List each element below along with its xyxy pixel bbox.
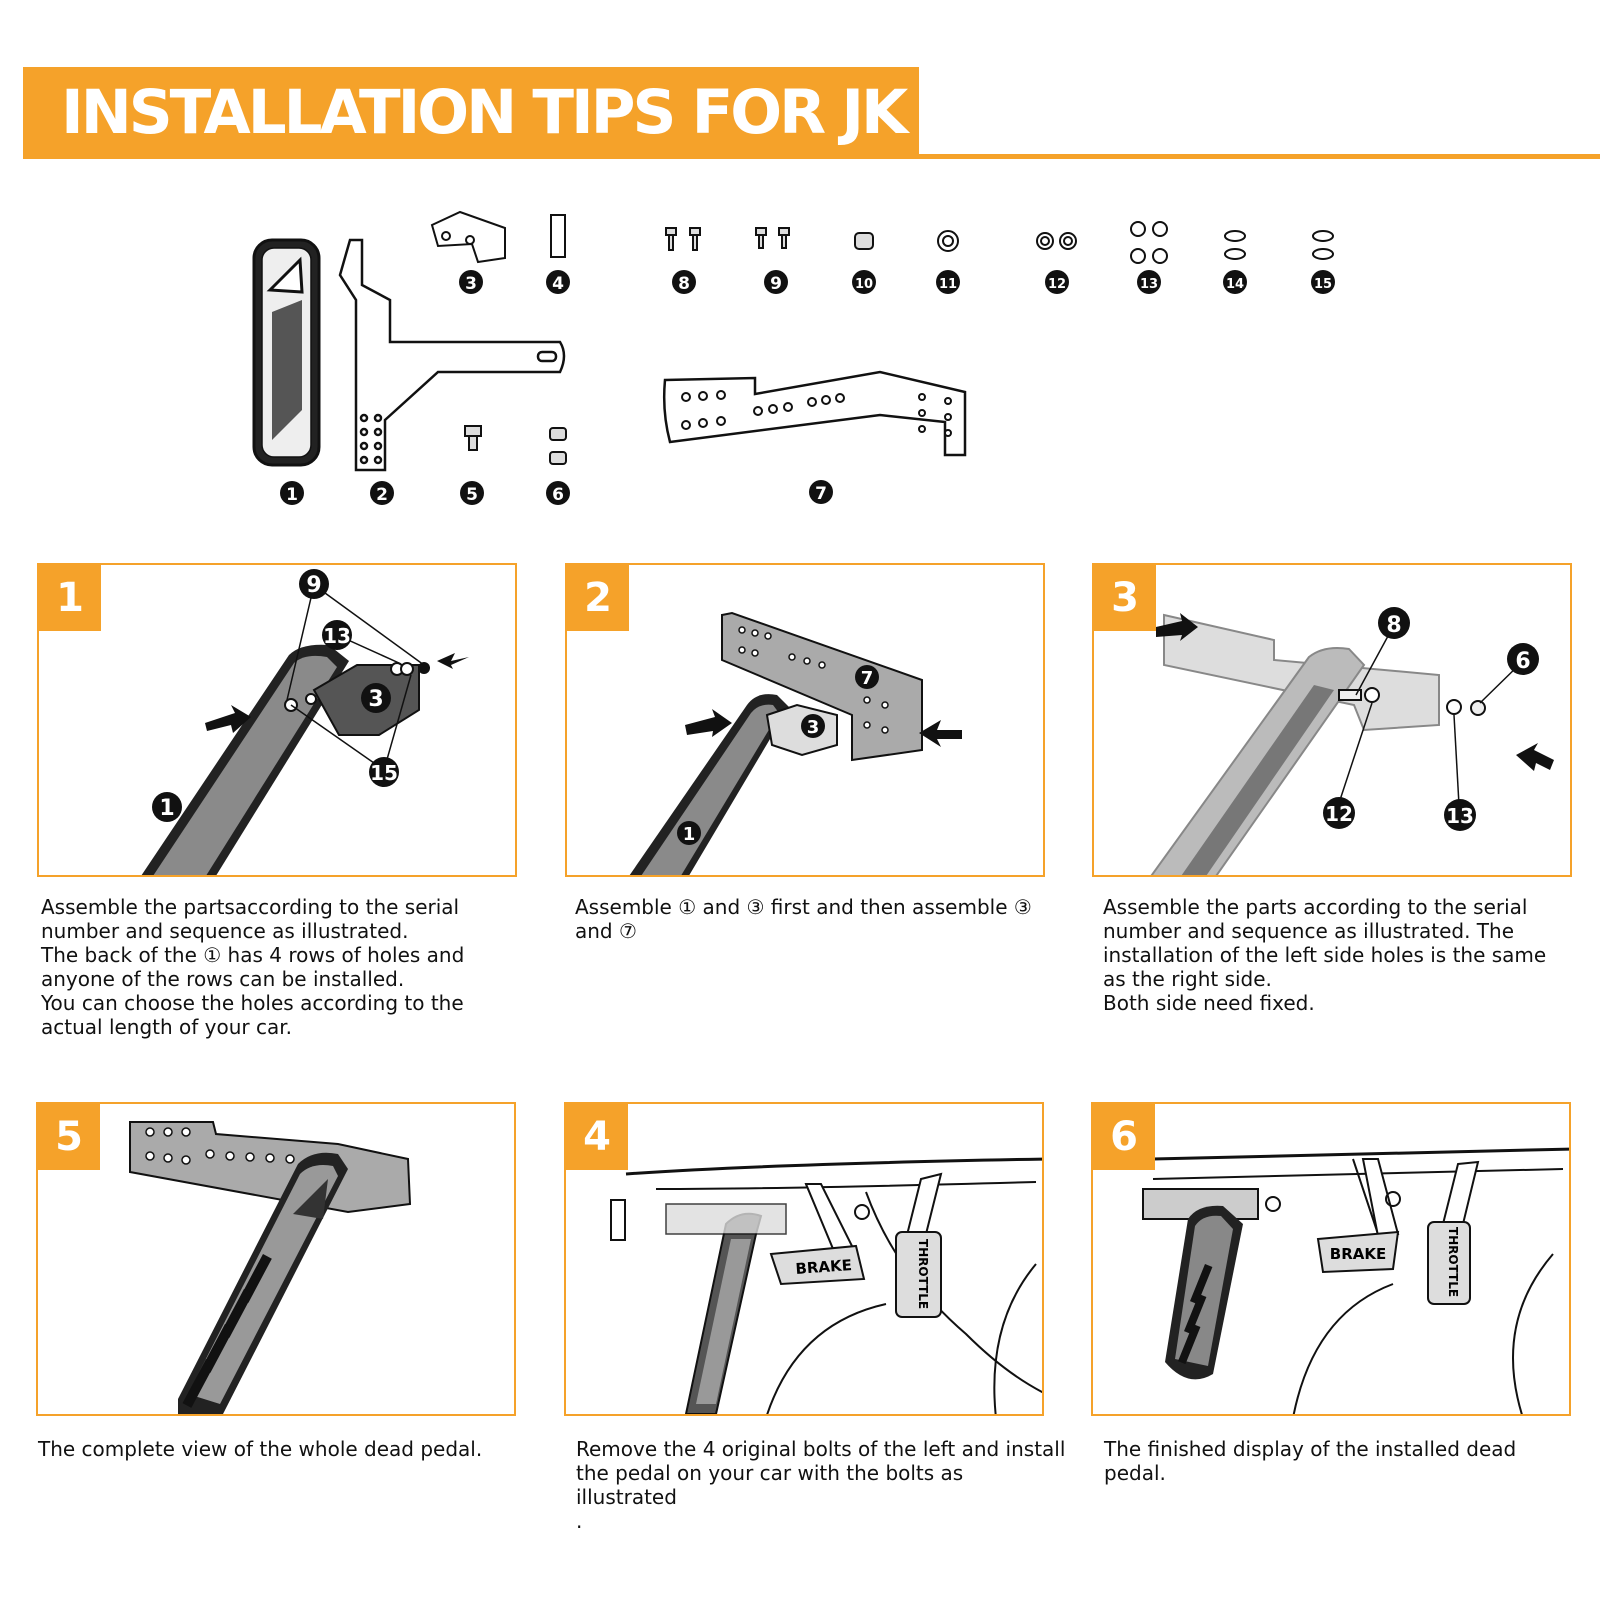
- step-3-callout-6: 6: [1507, 643, 1539, 675]
- step-1-caption: Assemble the partsaccording to the seria…: [41, 895, 465, 1039]
- svg-text:15: 15: [1314, 277, 1332, 292]
- svg-text:7: 7: [861, 668, 874, 689]
- part-label-11: 11: [936, 270, 960, 294]
- step-2-callout-3: 3: [801, 714, 825, 738]
- svg-text:1: 1: [683, 824, 696, 845]
- step-6-caption: The finished display of the installed de…: [1104, 1437, 1517, 1485]
- step-3-callout-13: 13: [1444, 799, 1476, 831]
- svg-text:12: 12: [1325, 802, 1353, 826]
- step-1-illustration: 9 13 3 15 1: [141, 569, 469, 875]
- step-2-callout-7: 7: [855, 665, 879, 689]
- part-label-14: 14: [1223, 270, 1247, 294]
- svg-text:10: 10: [855, 277, 873, 292]
- svg-text:4: 4: [552, 274, 564, 294]
- part-nuts: [549, 427, 567, 465]
- svg-text:6: 6: [552, 485, 564, 505]
- parts-diagram: 1 2 3 4 5 6 7 8 9 10 11 12 13 14 15: [252, 210, 1335, 505]
- svg-text:1: 1: [159, 796, 174, 821]
- part-label-7: 7: [809, 480, 833, 504]
- step-5-caption: The complete view of the whole dead peda…: [38, 1437, 483, 1461]
- part-label-5: 5: [460, 481, 484, 505]
- part-pedal: [252, 238, 321, 467]
- svg-text:3: 3: [807, 717, 820, 738]
- part-mount: [430, 210, 506, 264]
- svg-text:3: 3: [465, 274, 477, 294]
- part-label-8: 8: [672, 270, 696, 294]
- part-label-13: 13: [1137, 270, 1161, 294]
- step-6-throttle-label: THROTTLE: [1446, 1227, 1460, 1297]
- step-panel-6: BRAKE THROTTLE 6: [1091, 1102, 1571, 1416]
- svg-text:6: 6: [1515, 649, 1530, 674]
- step-4-illustration: BRAKE THROTTLE: [610, 1157, 1042, 1414]
- step-badge-3: 3: [1094, 565, 1156, 631]
- title-banner: INSTALLATION TIPS FOR JK: [23, 67, 919, 159]
- svg-text:12: 12: [1048, 277, 1066, 292]
- svg-text:8: 8: [1386, 613, 1401, 638]
- step-badge-6: 6: [1093, 1104, 1155, 1170]
- svg-text:9: 9: [770, 274, 782, 294]
- step-badge-1: 1: [39, 565, 101, 631]
- page-title: INSTALLATION TIPS FOR JK: [61, 77, 908, 148]
- step-badge-2: 2: [567, 565, 629, 631]
- part-label-9: 9: [764, 270, 788, 294]
- part-label-2: 2: [370, 481, 394, 505]
- step-2-caption: Assemble ① and ③ first and then assemble…: [575, 895, 1032, 943]
- svg-text:11: 11: [939, 277, 957, 292]
- svg-text:13: 13: [1446, 804, 1474, 828]
- part-label-1: 1: [280, 481, 304, 505]
- svg-text:15: 15: [370, 761, 398, 785]
- step-3-illustration: 8 6 12 13: [1150, 607, 1554, 875]
- part-hardware: [665, 221, 1334, 264]
- step-3-callout-8: 8: [1378, 607, 1410, 639]
- part-label-6: 6: [546, 481, 570, 505]
- svg-text:8: 8: [678, 274, 690, 294]
- svg-text:3: 3: [368, 687, 383, 712]
- svg-text:7: 7: [815, 484, 827, 504]
- part-bolt: [464, 425, 482, 451]
- step-2-illustration: 7 3 1: [629, 611, 962, 875]
- step-3-caption: Assemble the parts according to the seri…: [1103, 895, 1547, 1015]
- step-1-callout-13: 13: [322, 620, 352, 650]
- svg-text:2: 2: [376, 485, 388, 505]
- step-4-throttle-label: THROTTLE: [916, 1239, 930, 1309]
- step-badge-4: 4: [566, 1104, 628, 1170]
- step-1-callout-3: 3: [361, 683, 391, 713]
- step-panel-4: BRAKE THROTTLE 4: [564, 1102, 1044, 1416]
- svg-text:1: 1: [286, 485, 298, 505]
- step-1-callout-1: 1: [152, 792, 182, 822]
- step-4-caption: Remove the 4 original bolts of the left …: [576, 1437, 1066, 1533]
- svg-text:5: 5: [466, 485, 478, 505]
- part-label-12: 12: [1045, 270, 1069, 294]
- part-label-15: 15: [1311, 270, 1335, 294]
- step-panel-1: 9 13 3 15 1 1: [37, 563, 517, 877]
- step-5-illustration: [129, 1121, 412, 1414]
- part-bracket-l: [338, 238, 566, 472]
- step-1-callout-9: 9: [299, 569, 329, 599]
- step-badge-5: 5: [38, 1104, 100, 1170]
- part-label-3: 3: [459, 270, 483, 294]
- step-2-callout-1: 1: [677, 821, 701, 845]
- step-1-callout-15: 15: [369, 757, 399, 787]
- step-6-illustration: BRAKE THROTTLE: [1142, 1147, 1569, 1414]
- step-panel-3: 8 6 12 13 3: [1092, 563, 1572, 877]
- part-label-4: 4: [546, 270, 570, 294]
- step-4-brake-label: BRAKE: [795, 1256, 853, 1278]
- svg-text:9: 9: [306, 573, 321, 598]
- step-panel-2: 7 3 1 2: [565, 563, 1045, 877]
- part-bracket-long: [662, 370, 967, 457]
- svg-text:13: 13: [1140, 277, 1158, 292]
- part-spacer: [550, 214, 566, 258]
- svg-text:14: 14: [1226, 277, 1244, 292]
- step-3-callout-12: 12: [1323, 797, 1355, 829]
- svg-text:13: 13: [323, 624, 351, 648]
- step-6-brake-label: BRAKE: [1330, 1245, 1386, 1263]
- part-label-10: 10: [852, 270, 876, 294]
- header-rule: [919, 154, 1600, 159]
- step-panel-5: 5: [36, 1102, 516, 1416]
